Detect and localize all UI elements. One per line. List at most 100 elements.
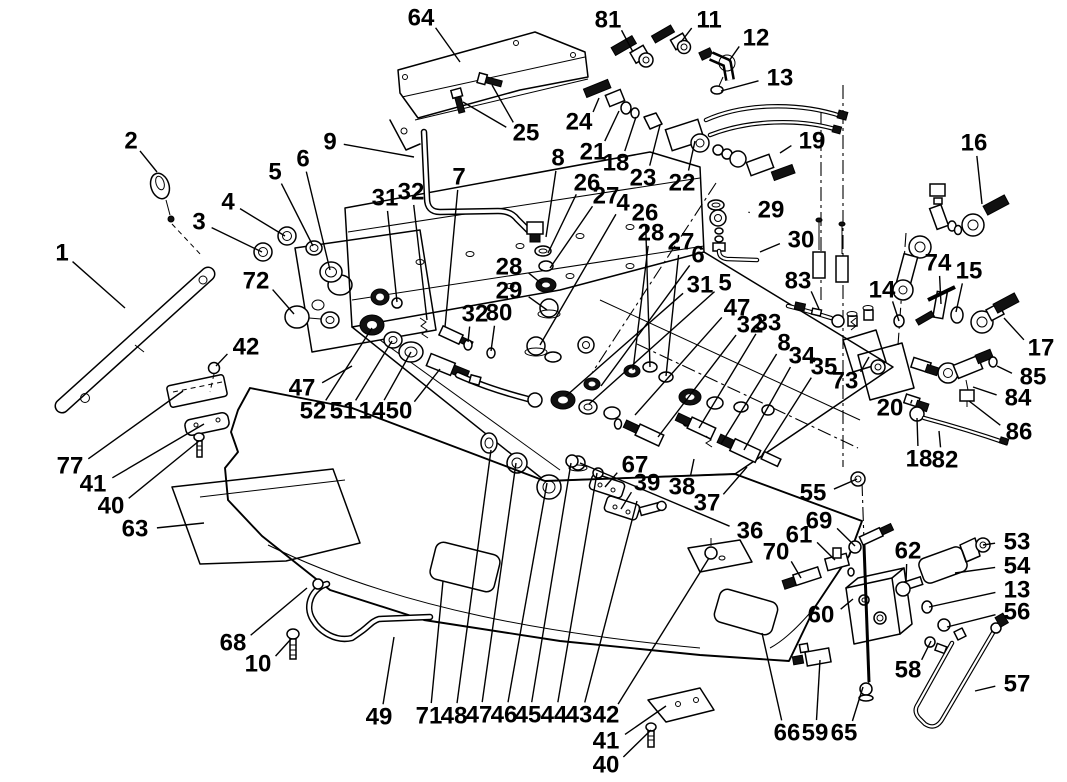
callout-5: 5 xyxy=(718,270,731,297)
callout-86: 86 xyxy=(1006,419,1033,446)
leader-line-52 xyxy=(325,327,373,401)
callout-81: 81 xyxy=(595,7,622,34)
top-bracket xyxy=(389,31,589,151)
leader-line-61 xyxy=(816,541,836,561)
callout-10: 10 xyxy=(245,651,272,678)
callout-13: 13 xyxy=(767,65,794,92)
leader-line-41 xyxy=(624,705,667,736)
callout-12: 12 xyxy=(743,25,770,52)
callout-41: 41 xyxy=(593,728,620,755)
leader-line-53 xyxy=(982,542,996,546)
tee-74 xyxy=(915,285,964,326)
callout-49: 49 xyxy=(366,704,393,731)
callout-9: 9 xyxy=(323,129,336,156)
hose-end-81 xyxy=(610,34,654,68)
center-elbow-stack xyxy=(524,221,562,363)
leader-line-32 xyxy=(467,326,471,343)
leader-line-58 xyxy=(921,640,932,661)
leader-line-26 xyxy=(547,194,577,254)
bracket-77-cluster xyxy=(166,361,230,458)
leader-line-39 xyxy=(620,491,633,510)
plunger-62 xyxy=(895,581,911,597)
leader-line-7 xyxy=(444,189,459,328)
bolt-65 xyxy=(862,544,871,683)
leader-line-8 xyxy=(720,353,778,445)
leader-line-45 xyxy=(531,462,572,703)
callout-42: 42 xyxy=(233,334,260,361)
callout-6: 6 xyxy=(691,242,704,269)
leader-line-46 xyxy=(507,482,548,703)
bracket-41b xyxy=(645,687,715,748)
callout-27: 27 xyxy=(668,229,695,256)
handle-tube-49 xyxy=(306,580,434,643)
leader-line-33 xyxy=(698,333,757,429)
callout-15: 15 xyxy=(956,258,983,285)
callout-69: 69 xyxy=(806,508,833,535)
callout-22: 22 xyxy=(669,170,696,197)
leader-line-6 xyxy=(305,171,331,271)
hose-end-11 xyxy=(650,24,692,55)
leader-line-51 xyxy=(355,340,393,401)
callout-27: 27 xyxy=(593,183,620,210)
leader-line-13 xyxy=(720,80,759,92)
callout-23: 23 xyxy=(630,165,657,192)
callout-7: 7 xyxy=(452,164,465,191)
callout-26: 26 xyxy=(574,170,601,197)
chute-63 xyxy=(171,468,361,565)
leader-line-28 xyxy=(528,272,543,285)
callout-29: 29 xyxy=(496,278,523,305)
bracket-bolts xyxy=(449,71,503,114)
callout-47: 47 xyxy=(466,702,493,729)
callout-2: 2 xyxy=(124,128,137,155)
screw-10 xyxy=(286,628,300,660)
callout-40: 40 xyxy=(98,493,125,520)
callout-44: 44 xyxy=(541,702,568,729)
leader-line-4 xyxy=(539,213,617,346)
coupler-assembly-16 xyxy=(892,183,1010,301)
callout-53: 53 xyxy=(1004,529,1031,556)
callout-38: 38 xyxy=(669,474,696,501)
leader-line-19 xyxy=(779,144,792,154)
leader-line-2 xyxy=(139,150,158,173)
callout-1: 1 xyxy=(55,240,68,267)
leader-line-21 xyxy=(604,110,620,142)
leader-line-8 xyxy=(545,170,557,238)
callout-66: 66 xyxy=(774,720,801,747)
callout-16: 16 xyxy=(961,130,988,157)
twin-tubes xyxy=(703,104,849,138)
leader-line-54 xyxy=(954,566,996,574)
leader-line-25 xyxy=(462,101,507,128)
callout-48: 48 xyxy=(441,703,468,730)
callout-56: 56 xyxy=(1004,599,1031,626)
leader-line-60 xyxy=(840,598,854,610)
leader-line-56 xyxy=(946,614,996,628)
leader-line-74 xyxy=(938,275,942,305)
leader-line-25 xyxy=(491,84,514,123)
fitting-56 xyxy=(937,618,951,632)
leader-line-38 xyxy=(689,458,695,476)
callout-3: 3 xyxy=(192,209,205,236)
leader-line-40 xyxy=(128,440,200,499)
washer-13 xyxy=(710,85,724,95)
leader-line-27 xyxy=(549,205,594,269)
callout-62: 62 xyxy=(895,538,922,565)
leader-line-31 xyxy=(386,210,398,303)
callout-34: 34 xyxy=(789,343,816,370)
callout-28: 28 xyxy=(638,220,665,247)
callout-60: 60 xyxy=(808,602,835,629)
callout-8: 8 xyxy=(551,145,564,172)
callout-77: 77 xyxy=(57,453,84,480)
callout-18: 18 xyxy=(603,150,630,177)
callout-40: 40 xyxy=(593,752,620,779)
callout-58: 58 xyxy=(895,657,922,684)
callout-72: 72 xyxy=(243,268,270,295)
callout-84: 84 xyxy=(1005,385,1032,412)
callout-31: 31 xyxy=(687,272,714,299)
deck-bolt-68 xyxy=(312,578,324,590)
callout-25: 25 xyxy=(513,120,540,147)
leader-line-49 xyxy=(382,636,395,705)
leader-line-14 xyxy=(383,351,412,401)
leader-line-12 xyxy=(728,46,740,62)
